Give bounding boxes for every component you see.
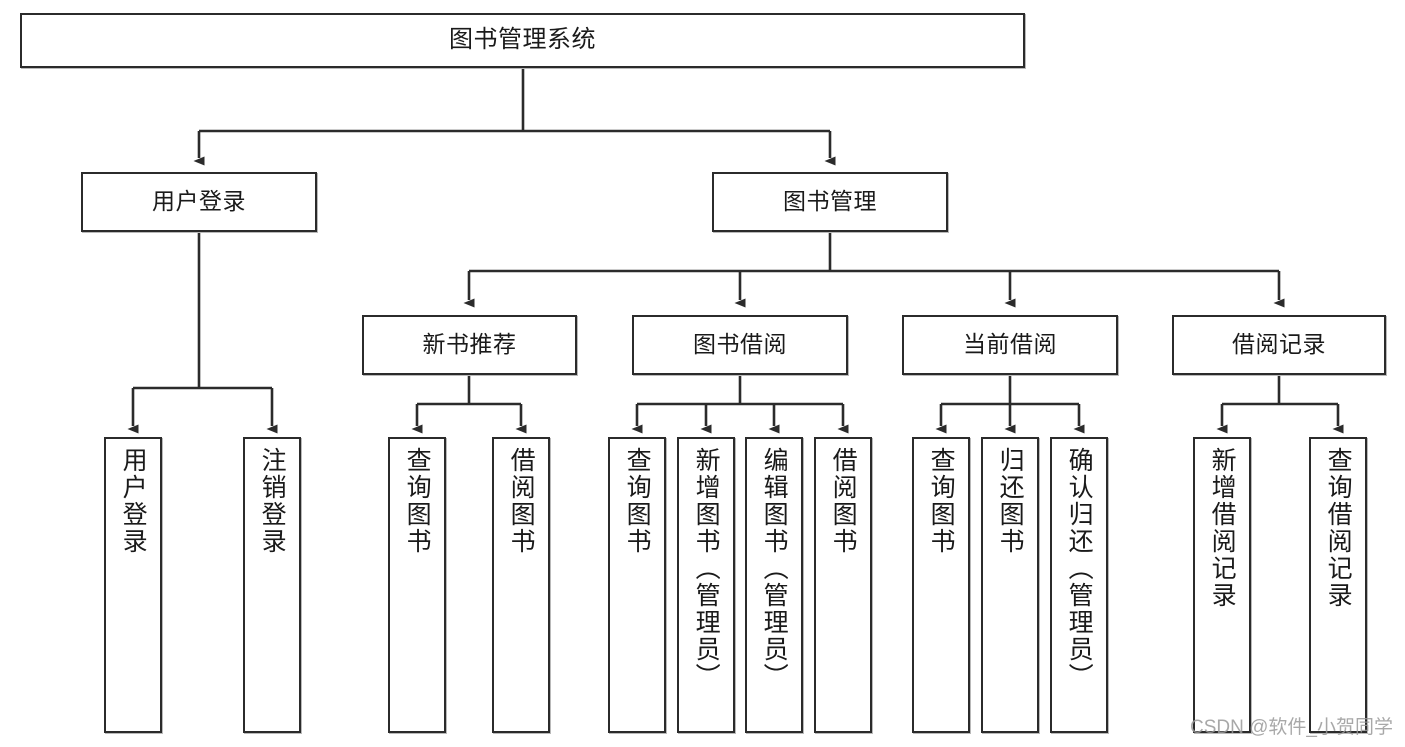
leaf-recommend-query-book[interactable]: 查询图书 <box>388 437 446 733</box>
node-label: 查询图书 <box>403 447 432 555</box>
node-label: 借阅图书 <box>507 447 536 555</box>
node-current-borrow[interactable]: 当前借阅 <box>902 315 1118 375</box>
watermark-text: CSDN @软件_小贺同学 <box>1190 717 1393 738</box>
leaf-borrow-borrow-book[interactable]: 借阅图书 <box>814 437 872 733</box>
leaf-current-confirm-return-admin[interactable]: 确认归还（管理员） <box>1050 437 1108 733</box>
node-book-management[interactable]: 图书管理 <box>712 172 948 232</box>
leaf-current-return-book[interactable]: 归还图书 <box>981 437 1039 733</box>
leaf-borrow-edit-book-admin[interactable]: 编辑图书（管理员） <box>745 437 803 733</box>
node-label: 图书管理系统 <box>449 26 596 54</box>
node-label: 新书推荐 <box>422 331 517 358</box>
node-label: 用户登录 <box>119 447 148 555</box>
node-label: 查询图书 <box>623 447 652 555</box>
node-label: 查询图书 <box>927 447 956 555</box>
node-label: 编辑图书（管理员） <box>760 447 789 690</box>
leaf-record-query-record[interactable]: 查询借阅记录 <box>1309 437 1367 733</box>
node-label: 借阅记录 <box>1232 331 1326 358</box>
leaf-user-login-login[interactable]: 用户登录 <box>104 437 162 733</box>
node-label: 新增借阅记录 <box>1208 447 1237 609</box>
node-new-book-recommend[interactable]: 新书推荐 <box>362 315 577 375</box>
node-label: 查询借阅记录 <box>1324 447 1353 609</box>
node-label: 图书借阅 <box>693 331 787 358</box>
leaf-current-query-book[interactable]: 查询图书 <box>912 437 970 733</box>
node-label: 用户登录 <box>152 188 246 215</box>
leaf-borrow-add-book-admin[interactable]: 新增图书（管理员） <box>677 437 735 733</box>
node-label: 当前借阅 <box>963 331 1057 358</box>
leaf-borrow-query-book[interactable]: 查询图书 <box>608 437 666 733</box>
node-label: 图书管理 <box>783 188 877 215</box>
node-label: 新增图书（管理员） <box>692 447 721 690</box>
node-borrow-record[interactable]: 借阅记录 <box>1172 315 1386 375</box>
leaf-record-add-record[interactable]: 新增借阅记录 <box>1193 437 1251 733</box>
node-label: 归还图书 <box>996 447 1025 555</box>
node-book-borrow[interactable]: 图书借阅 <box>632 315 848 375</box>
node-root-system[interactable]: 图书管理系统 <box>20 13 1025 68</box>
node-user-login[interactable]: 用户登录 <box>81 172 317 232</box>
node-label: 注销登录 <box>258 447 287 555</box>
leaf-recommend-borrow-book[interactable]: 借阅图书 <box>492 437 550 733</box>
leaf-user-login-logout[interactable]: 注销登录 <box>243 437 301 733</box>
node-label: 借阅图书 <box>829 447 858 555</box>
node-label: 确认归还（管理员） <box>1065 447 1094 690</box>
